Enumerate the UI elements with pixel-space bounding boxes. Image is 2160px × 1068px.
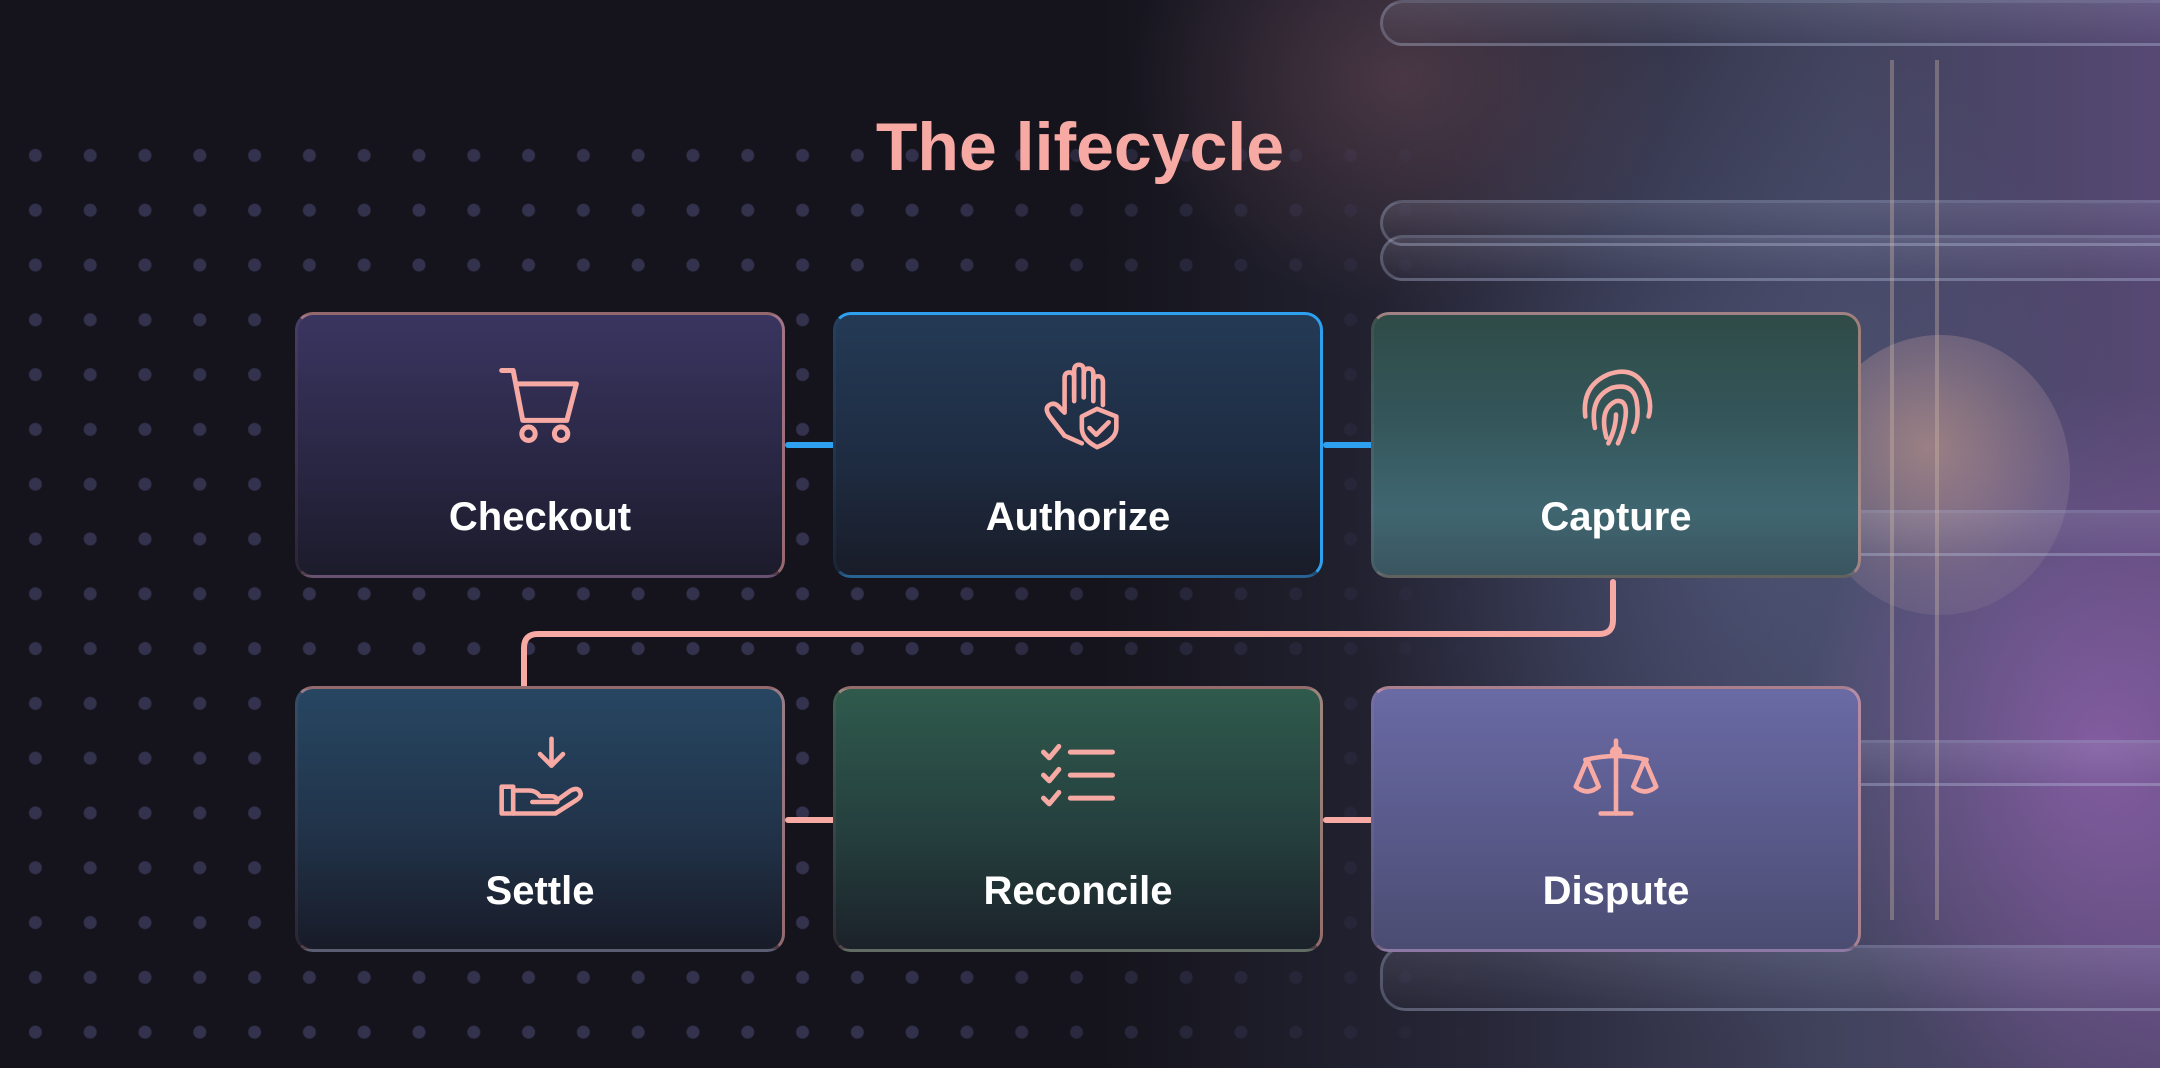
glass-slab (1380, 200, 2160, 246)
step-label: Dispute (1542, 869, 1690, 913)
step-card-capture: Capture (1371, 312, 1861, 578)
hand-shield-check-icon (836, 359, 1320, 451)
checklist-icon (836, 733, 1320, 825)
scales-icon (1374, 733, 1858, 825)
shopping-cart-icon (298, 359, 782, 451)
step-card-checkout: Checkout (295, 312, 785, 578)
glass-pole (1890, 60, 1894, 920)
step-label: Capture (1540, 495, 1692, 539)
step-card-settle: Settle (295, 686, 785, 952)
fingerprint-icon (1374, 359, 1858, 451)
step-label: Authorize (985, 495, 1171, 539)
glass-pole (1935, 60, 1939, 920)
page-title: The lifecycle (875, 109, 1285, 185)
step-label: Checkout (448, 495, 632, 539)
step-card-reconcile: Reconcile (833, 686, 1323, 952)
step-label: Settle (485, 869, 595, 913)
hand-receive-icon (298, 733, 782, 825)
glass-slab (1380, 235, 2160, 281)
step-card-authorize: Authorize (833, 312, 1323, 578)
step-card-dispute: Dispute (1371, 686, 1861, 952)
glass-slab (1380, 0, 2160, 46)
step-label: Reconcile (983, 869, 1173, 913)
